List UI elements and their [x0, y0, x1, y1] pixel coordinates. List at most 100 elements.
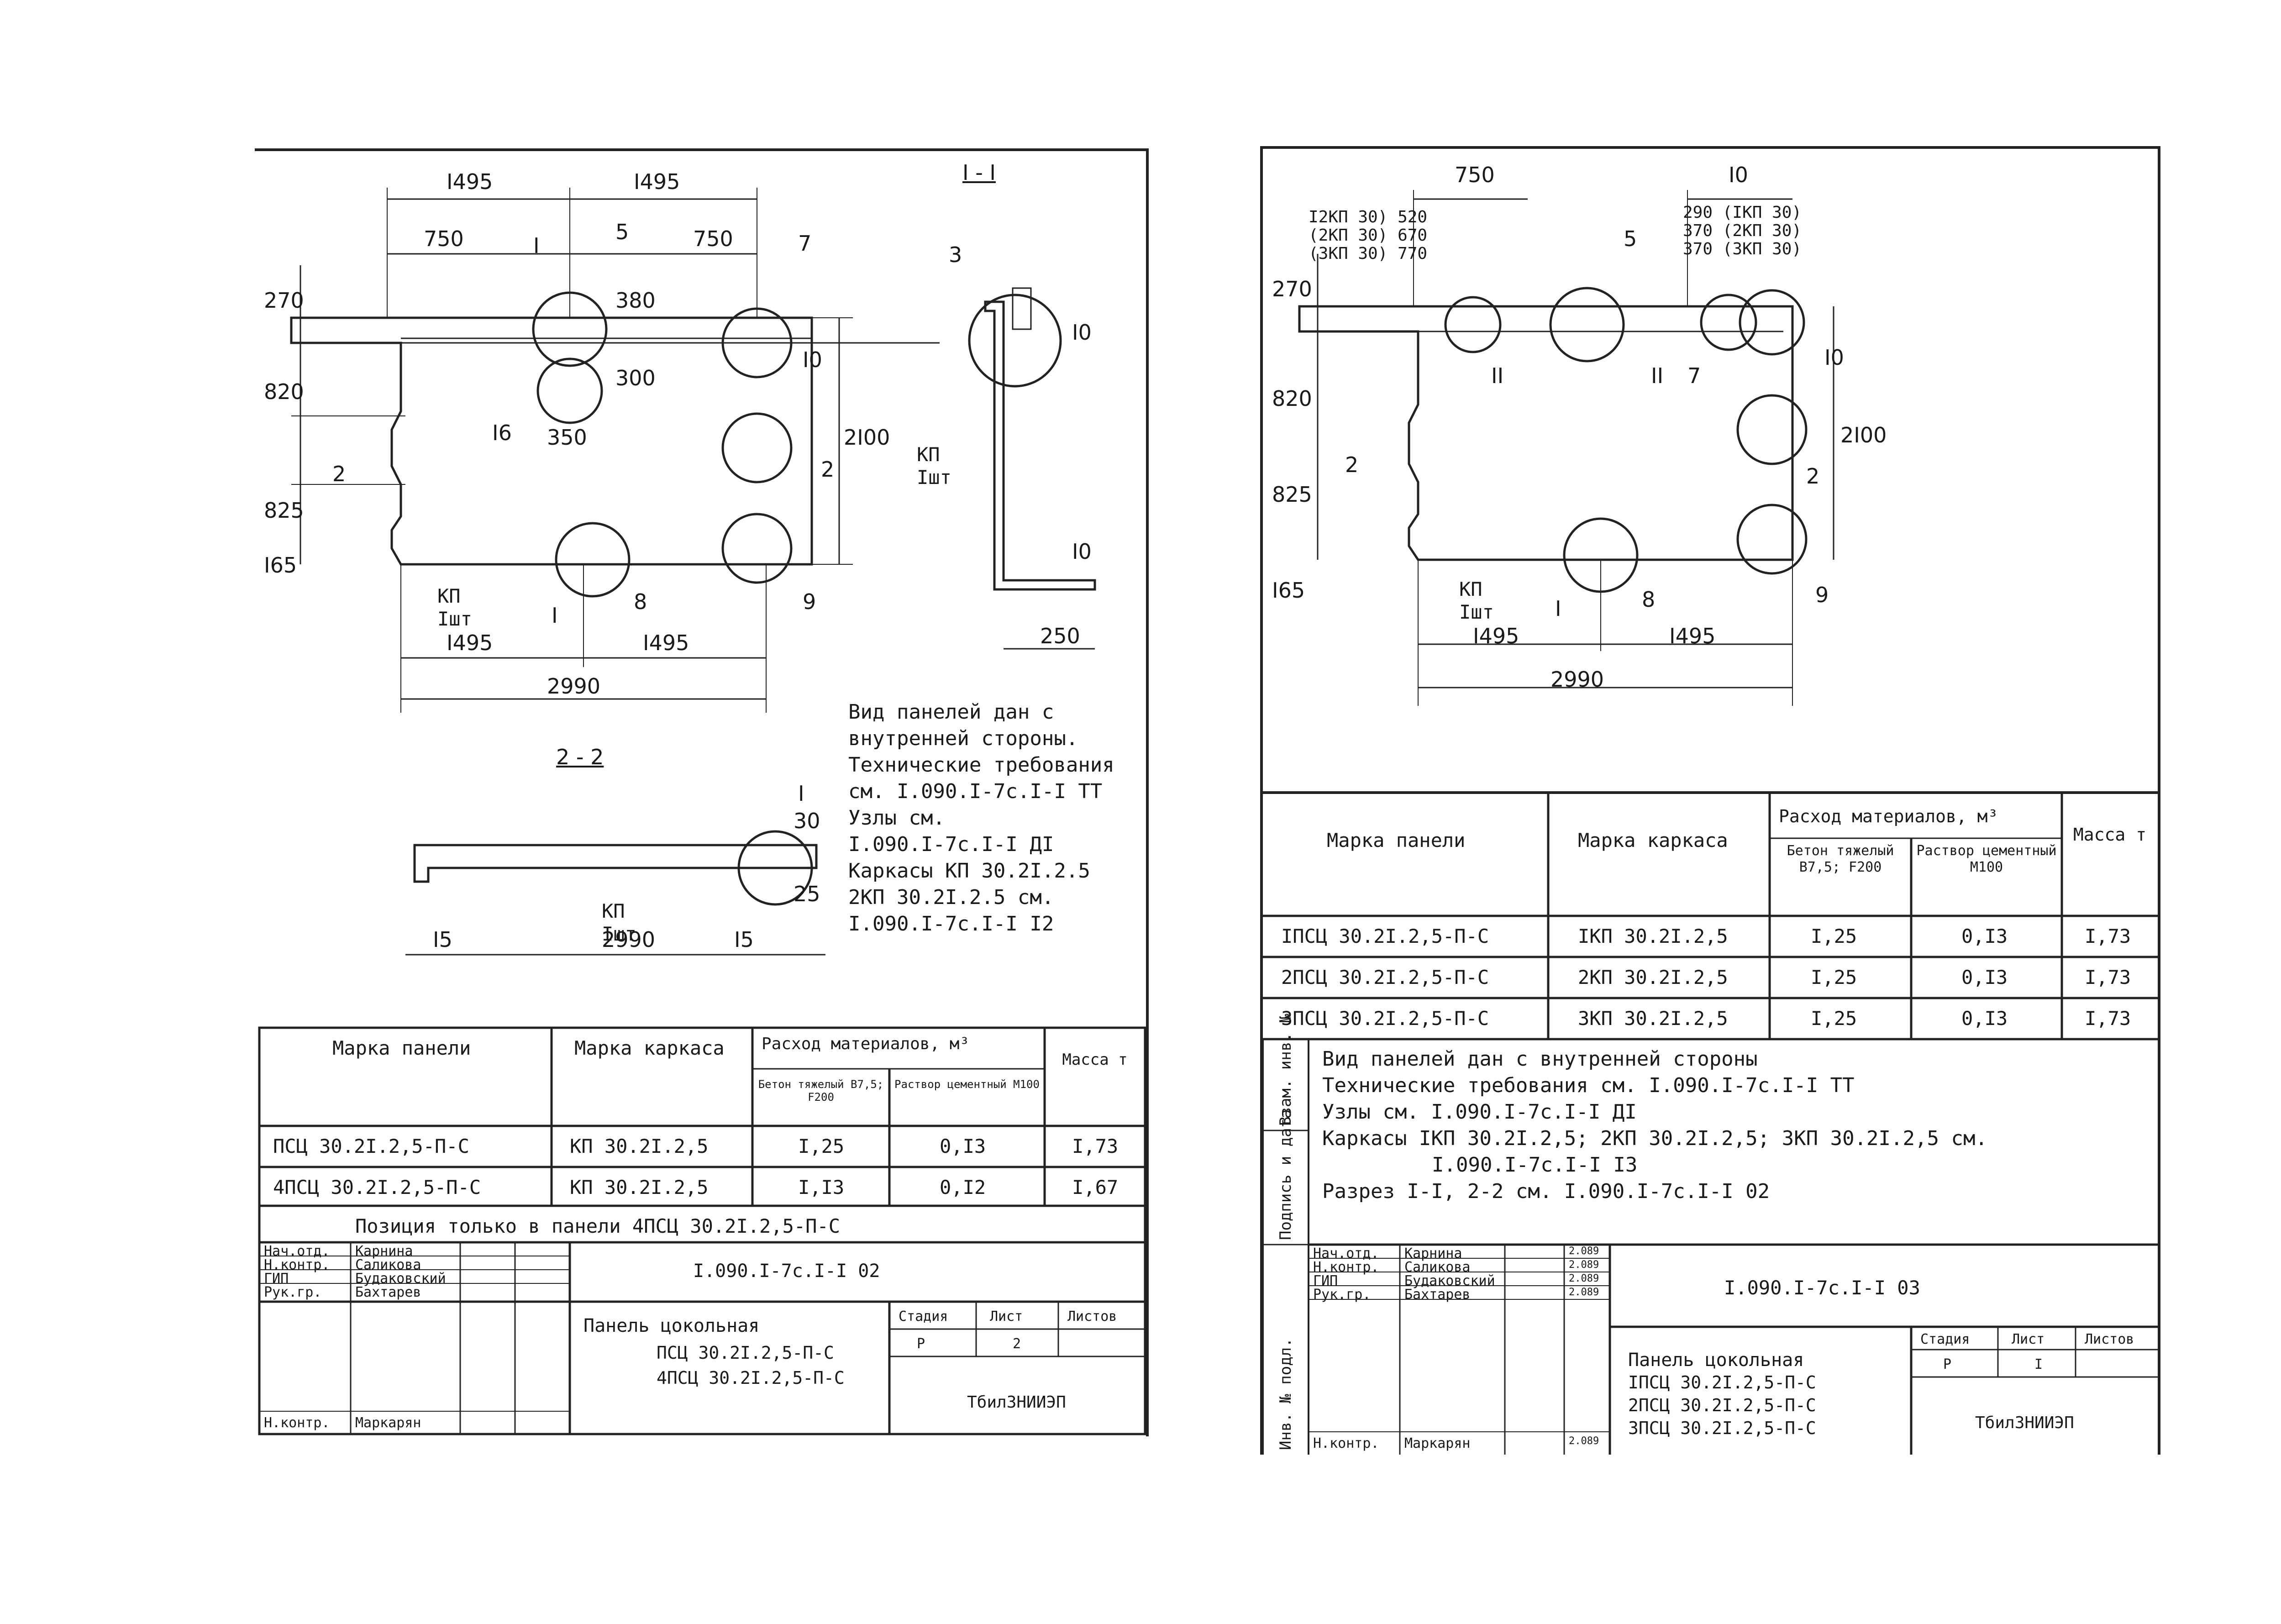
side-label-inventory: Инв. № подл. [1277, 1338, 1295, 1450]
dim-left-4: I65 [264, 553, 297, 578]
part-label-kp: КП [1459, 578, 1482, 600]
dim-sub-left: 750 [424, 226, 464, 251]
note-line: Технические требования [848, 753, 1114, 777]
callout-9: 9 [803, 589, 816, 614]
node-mark-II-a: II [1491, 363, 1504, 388]
stamp-name-3: Будаковский [1404, 1273, 1495, 1289]
stamp-document-code: I.090.I-7с.I-I 02 [693, 1261, 880, 1282]
section-mark-2b: 2 [1806, 464, 1820, 489]
table-header-concrete: Бетон тяжелый В7,5; F200 [758, 1078, 884, 1104]
panel-drawing-right [1263, 190, 2158, 1455]
dim-left-list-item: I2КП 30) 520 [1309, 208, 1428, 226]
dim-inner-1: 380 [615, 288, 656, 313]
part-label-kp-qty: Iшт [437, 608, 472, 630]
dim-top-b: I0 [1729, 163, 1748, 187]
note-line: см. I.090.I-7с.I-I ТТ [848, 780, 1103, 803]
stamp-sheets-label: Листов [2085, 1331, 2134, 1347]
stamp-role-1: Нач.отд. [264, 1243, 330, 1259]
section-mark-2b: 2 [821, 457, 835, 482]
table-row-1-frame: КП 30.2I.2,5 [570, 1135, 709, 1157]
stamp-date-5: 2.089 [1569, 1435, 1599, 1447]
table-row-1-frame: IКП 30.2I.2,5 [1578, 925, 1728, 947]
stamp-name-4: Бахтарев [1404, 1287, 1471, 1303]
section-mark-1: I [1555, 596, 1561, 621]
dim-section2-a: I5 [433, 927, 452, 952]
part-label-kp-section-qty: Iшт [917, 466, 951, 489]
dim-section2-c: 30 [794, 809, 820, 833]
table-row-1-mass: I,73 [2085, 925, 2131, 947]
note-line: I.090.I-7с.I-I I3 [1432, 1153, 1638, 1177]
stamp-item-1: IПСЦ 30.2I.2,5-П-С [1628, 1372, 1816, 1393]
stamp-role-4: Рук.гр. [1313, 1287, 1371, 1303]
table-row-2-concrete: I,I3 [798, 1176, 845, 1198]
dim-left-list-item: (3КП 30) 770 [1309, 244, 1428, 263]
dim-top-left: I495 [447, 169, 493, 194]
table-row-2-panel: 2ПСЦ 30.2I.2,5-П-С [1281, 966, 1489, 988]
stamp-item-2: 2ПСЦ 30.2I.2,5-П-С [1628, 1395, 1816, 1415]
note-line: Технические требования см. I.090.I-7с.I-… [1322, 1074, 1855, 1097]
drawing-sheet-right: 750 I0 I2КП 30) 520 (2КП 30) 670 (3КП 30… [1260, 146, 2160, 1455]
stamp-stage-label: Стадия [1920, 1331, 1970, 1347]
table-header-concrete: Бетон тяжелый В7,5; F200 [1787, 843, 1894, 875]
table-row-1-panel: IПСЦ 30.2I.2,5-П-С [1281, 925, 1489, 947]
note-line: I.090.I-7с.I-I ДI [848, 833, 1054, 856]
table-row-2-frame: 2КП 30.2I.2,5 [1578, 966, 1728, 988]
dim-bottom-left: I495 [447, 631, 493, 655]
node-mark-II-b: II [1651, 363, 1664, 388]
part-label-kp-section2: КП [602, 900, 625, 922]
dim-left-1: 270 [1272, 277, 1312, 301]
callout-10: I0 [803, 347, 822, 372]
section-mark-1b: I [552, 603, 558, 628]
section-mark-2a: 2 [332, 462, 346, 486]
table-row-1-mortar: 0,I3 [1961, 925, 2008, 947]
dim-total: 2990 [1550, 667, 1604, 692]
dim-right-list-item: 370 (2КП 30) [1683, 221, 1802, 240]
table-footnote: Позиция только в панели 4ПСЦ 30.2I.2,5-П… [355, 1215, 841, 1237]
dim-left-3: 825 [264, 498, 304, 523]
stamp-name-5: Маркарян [355, 1415, 421, 1431]
callout-8: 8 [1642, 587, 1656, 612]
stamp-sheets-label: Листов [1067, 1309, 1117, 1324]
table-header-mass: Масса т [1062, 1051, 1128, 1069]
note-line: 2КП 30.2I.2.5 см. [848, 886, 1054, 909]
table-row-1-panel: ПСЦ 30.2I.2,5-П-С [273, 1135, 469, 1157]
stamp-organization: ТбилЗНИИЭП [967, 1393, 1066, 1412]
table-row-1-mass: I,73 [1072, 1135, 1119, 1157]
table-header-frame: Марка каркаса [1578, 829, 1728, 851]
dim-left-4: I65 [1272, 578, 1305, 603]
callout-8: 8 [634, 589, 647, 614]
stamp-item-3: 3ПСЦ 30.2I.2,5-П-С [1628, 1418, 1816, 1438]
stamp-sheet-label: Лист [990, 1309, 1023, 1324]
dim-section2-b: I5 [734, 927, 754, 952]
stamp-name-1: Карнина [1404, 1246, 1462, 1261]
dim-right-list: 290 (IКП 30) 370 (2КП 30) 370 (3КП 30) [1683, 204, 1802, 258]
dim-height: 2I00 [1840, 423, 1887, 447]
dim-right-list-item: 370 (3КП 30) [1683, 240, 1802, 258]
notes-block: Вид панелей дан с внутренней стороны. Те… [848, 699, 1114, 937]
stamp-role-4: Рук.гр. [264, 1284, 322, 1300]
callout-5: 5 [1624, 226, 1637, 251]
stamp-date-4: 2.089 [1569, 1287, 1599, 1298]
note-line: внутренней стороны. [848, 727, 1078, 750]
dim-left-list-item: (2КП 30) 670 [1309, 226, 1428, 245]
part-label-kp-section2-qty: Iшт [602, 923, 636, 945]
table-row-2-mortar: 0,I2 [940, 1176, 986, 1198]
dim-bottom-right: I495 [1669, 624, 1716, 648]
section-mark-1c: I [798, 781, 804, 806]
dim-sub-right: 750 [693, 226, 733, 251]
stamp-role-3: ГИП [1313, 1273, 1338, 1289]
stamp-date-1: 2.089 [1569, 1246, 1599, 1257]
table-row-2-mass: I,67 [1072, 1176, 1119, 1198]
dim-section-h1: I0 [1072, 320, 1092, 345]
section-mark-2a: 2 [1345, 452, 1359, 477]
stamp-stage: Р [1943, 1356, 1952, 1372]
table-header-mortar: Раствор цементный М100 [894, 1078, 1040, 1091]
dim-total: 2990 [547, 674, 601, 699]
table-row-3-panel: 3ПСЦ 30.2I.2,5-П-С [1281, 1007, 1489, 1030]
dim-section-h2: I0 [1072, 539, 1092, 564]
section-mark-1: I [533, 233, 540, 258]
stamp-name-2: Саликова [355, 1257, 421, 1273]
stamp-sheet: I [2034, 1356, 2043, 1372]
table-row-2-panel: 4ПСЦ 30.2I.2,5-П-С [273, 1176, 481, 1198]
callout-3: 3 [949, 242, 962, 267]
